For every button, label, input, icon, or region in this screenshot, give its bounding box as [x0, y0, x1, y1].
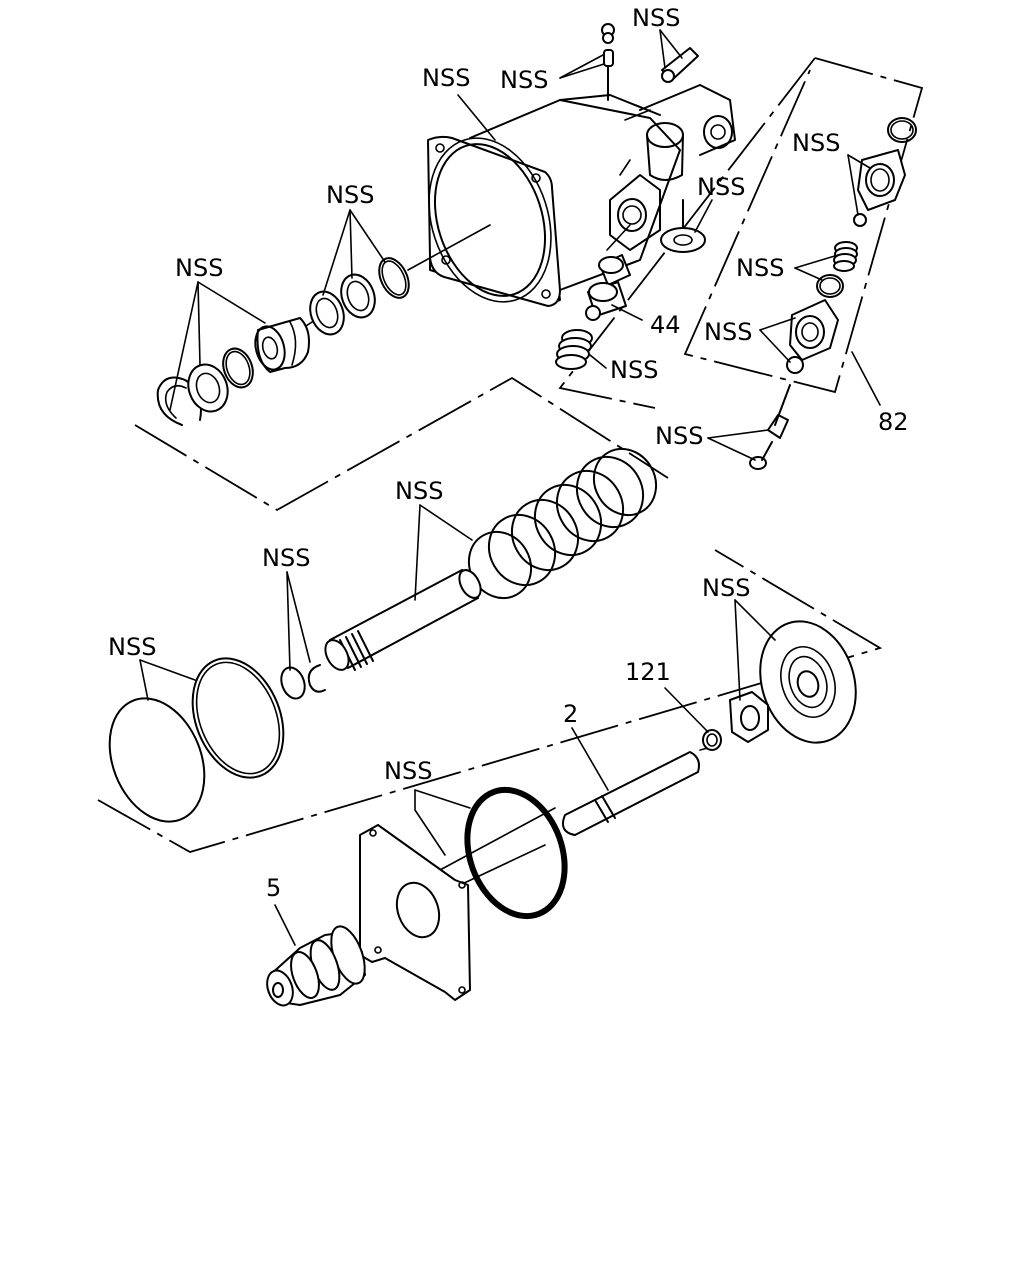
valve-cap [853, 149, 906, 227]
rod-2 [562, 751, 700, 836]
o-ring-mid [378, 257, 410, 299]
diaphragm-plate [108, 697, 206, 823]
large-o-ring [464, 786, 568, 920]
callout-44: 44 [650, 311, 681, 339]
callout-121: 121 [625, 658, 671, 686]
callout-nss-housing: NSS [422, 64, 470, 92]
washer-left [187, 363, 229, 413]
boot-5 [266, 925, 366, 1007]
push-rod [324, 569, 482, 671]
callout-nss-seals-mid: NSS [326, 181, 374, 209]
callout-nss-fitting-top: NSS [632, 4, 680, 32]
callout-labels: NSS NSS NSS NSS NSS NSS NSS NSS 44 NSS N… [108, 4, 909, 902]
callout-nss-valve-body: NSS [704, 318, 752, 346]
o-ring-left [222, 347, 254, 389]
callout-2: 2 [563, 700, 578, 728]
snap-rings-rod [280, 664, 326, 700]
callout-nss-spring-44: NSS [610, 356, 658, 384]
fitting-upper [601, 23, 699, 101]
leader-lines [139, 29, 881, 946]
washer-mid-b [340, 273, 376, 319]
callout-nss-spring-rod: NSS [395, 477, 443, 505]
callout-nss-gasket: NSS [384, 757, 432, 785]
callout-nss-spring-82: NSS [736, 254, 784, 282]
washer-mid-a [309, 290, 345, 336]
bushing-left [254, 317, 310, 373]
main-housing [427, 84, 736, 307]
pressure-plate [759, 620, 857, 744]
valve-body-82 [786, 299, 839, 374]
callout-nss-valve-cap: NSS [792, 129, 840, 157]
o-ring-82-mid [816, 274, 844, 298]
screw-82 [749, 384, 791, 470]
callout-nss-drain-plug: NSS [697, 173, 745, 201]
callout-82: 82 [878, 408, 909, 436]
callout-nss-fitting-upper: NSS [500, 66, 548, 94]
group-outline-spring-rod [97, 549, 883, 853]
main-spring [467, 447, 658, 600]
hex-nut [729, 691, 769, 743]
callout-nss-snap-rings: NSS [262, 544, 310, 572]
o-ring-82-top [887, 117, 917, 143]
valve-spring [555, 329, 593, 370]
valve-spring-82 [833, 241, 858, 272]
seal-121 [702, 729, 722, 751]
gasket-plate [359, 824, 471, 1001]
group-outline-valve-assembly [558, 57, 924, 409]
callout-5: 5 [266, 874, 281, 902]
drain-plug [660, 199, 706, 253]
callout-nss-diaphragm: NSS [108, 633, 156, 661]
group-outline-housing-seals [134, 376, 669, 512]
callout-nss-plate: NSS [702, 574, 750, 602]
diaphragm-ring-large [191, 657, 285, 779]
callout-nss-seals-left: NSS [175, 254, 223, 282]
callout-nss-screw: NSS [655, 422, 703, 450]
